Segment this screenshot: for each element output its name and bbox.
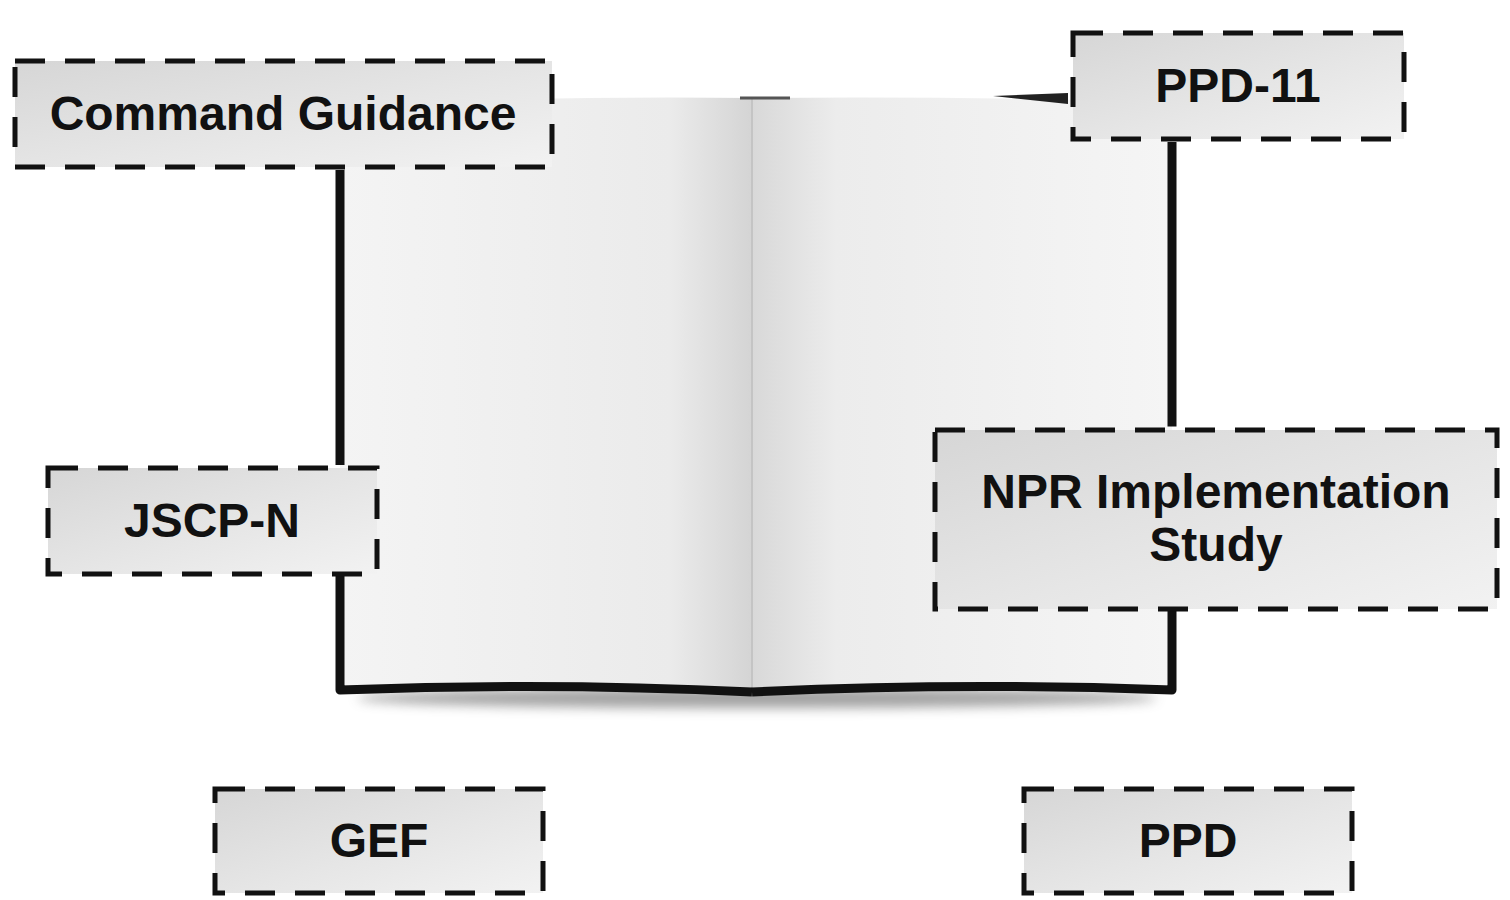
- dashed-box: PPD: [1021, 786, 1355, 896]
- dashed-outline: [48, 468, 377, 574]
- left-page: [340, 98, 752, 690]
- dashed-outline: [1073, 33, 1404, 139]
- connector-line: [1168, 142, 1177, 427]
- book-spine: [751, 98, 753, 690]
- book-edge-line: [340, 560, 752, 692]
- dashed-outline: [935, 430, 1497, 609]
- dashed-box: PPD-11: [1070, 30, 1407, 142]
- dashed-outline: [15, 61, 552, 167]
- dashed-outline: [1024, 789, 1352, 893]
- box-label: NPR Implementation Study: [954, 466, 1478, 572]
- box-label: PPD: [1139, 815, 1238, 868]
- box-label: GEF: [330, 815, 429, 868]
- dashed-box: JSCP-N: [45, 465, 380, 577]
- dashed-box: GEF: [212, 786, 546, 896]
- leader-line: [993, 93, 1068, 104]
- dashed-box: NPR Implementation Study: [932, 427, 1500, 612]
- spine-top: [740, 97, 790, 100]
- connector-line: [336, 170, 345, 465]
- box-label: PPD-11: [1155, 60, 1320, 113]
- dashed-outline: [215, 789, 543, 893]
- box-label: Command Guidance: [50, 88, 517, 141]
- dashed-box: Command Guidance: [12, 58, 555, 170]
- box-label: JSCP-N: [124, 495, 300, 548]
